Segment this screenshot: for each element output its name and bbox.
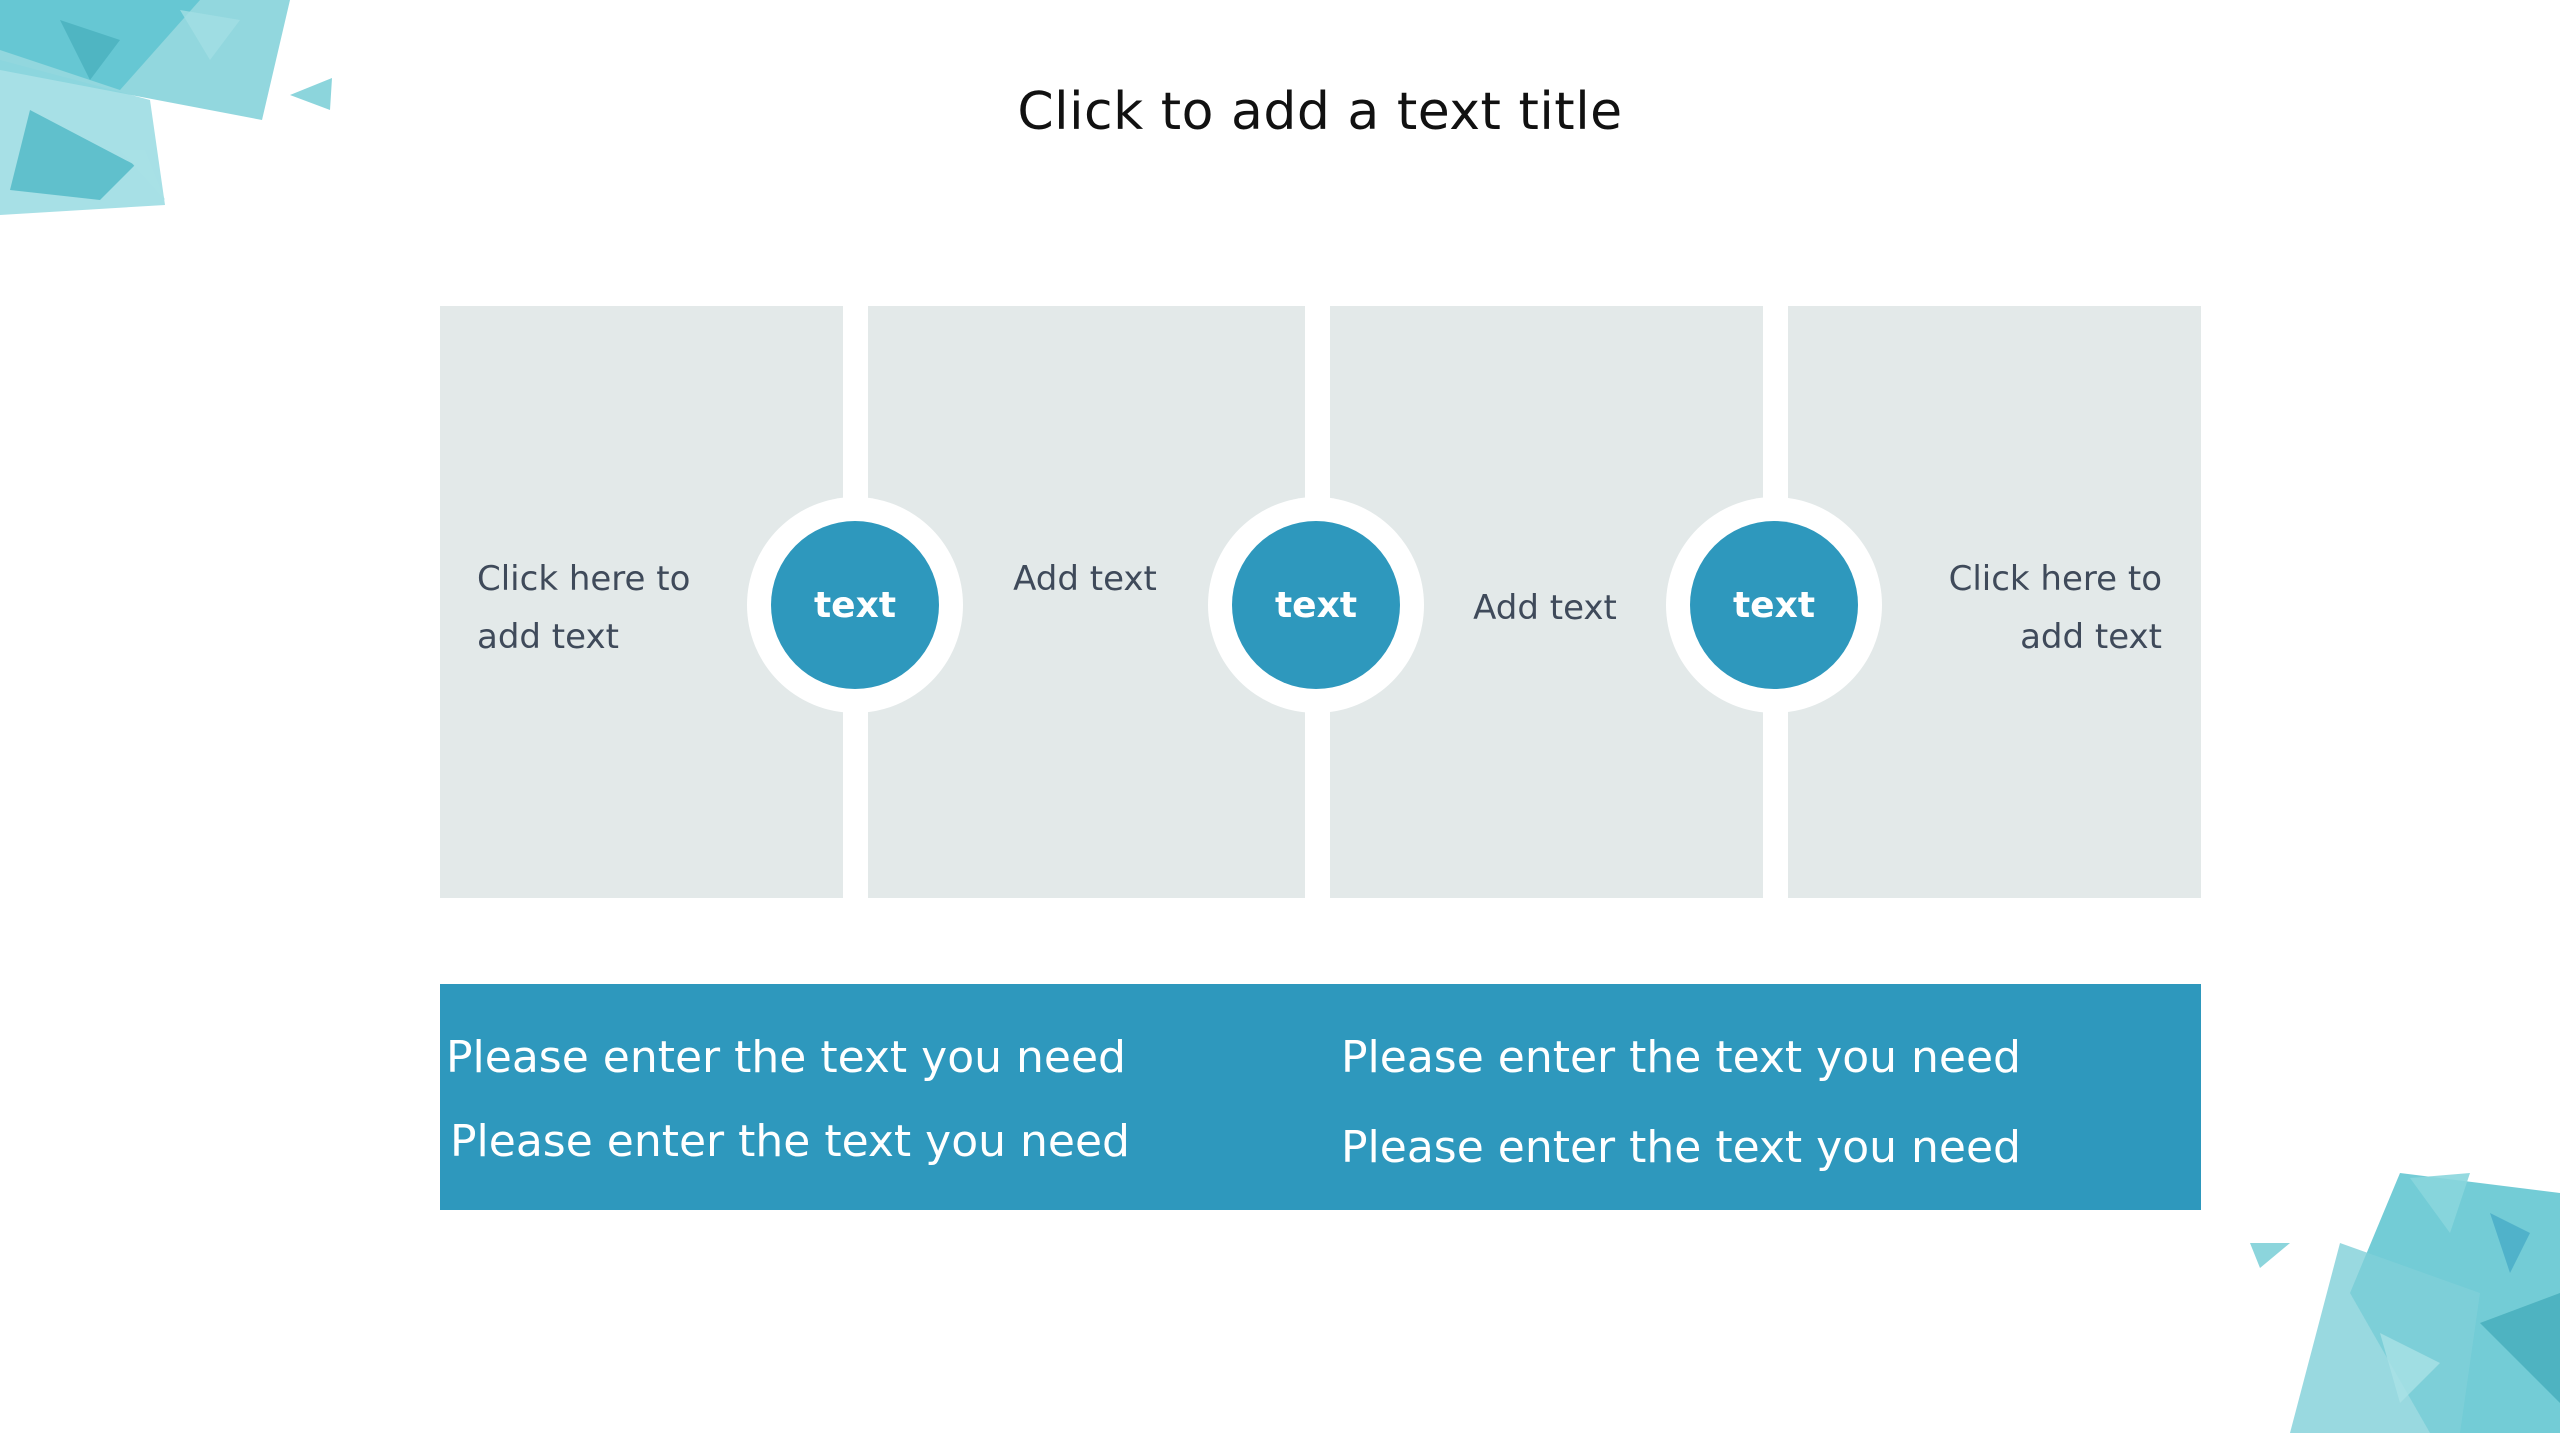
node-circle-1[interactable]: text [771,521,939,689]
slide-title[interactable]: Click to add a text title [1017,82,1623,142]
node-circle-2[interactable]: text [1232,521,1400,689]
band-text-2[interactable]: Please enter the text you need [450,1116,1130,1167]
node-ring-3: text [1666,497,1882,713]
panel-3-text[interactable]: Add text [1473,588,1617,628]
panel-2-text[interactable]: Add text [1013,559,1157,599]
band-text-3[interactable]: Please enter the text you need [1341,1032,2021,1083]
top-left-polygon-decoration [0,0,332,215]
node-ring-1: text [747,497,963,713]
band-text-1[interactable]: Please enter the text you need [446,1032,1126,1083]
panel-4-text[interactable]: Click here to add text [1948,559,2162,657]
node-circle-3[interactable]: text [1690,521,1858,689]
panel-1-text[interactable]: Click here to add text [477,559,691,657]
band-text-4[interactable]: Please enter the text you need [1341,1122,2021,1173]
node-ring-2: text [1208,497,1424,713]
bottom-right-polygon-decoration [2250,1173,2560,1433]
summary-band[interactable] [440,984,2201,1210]
